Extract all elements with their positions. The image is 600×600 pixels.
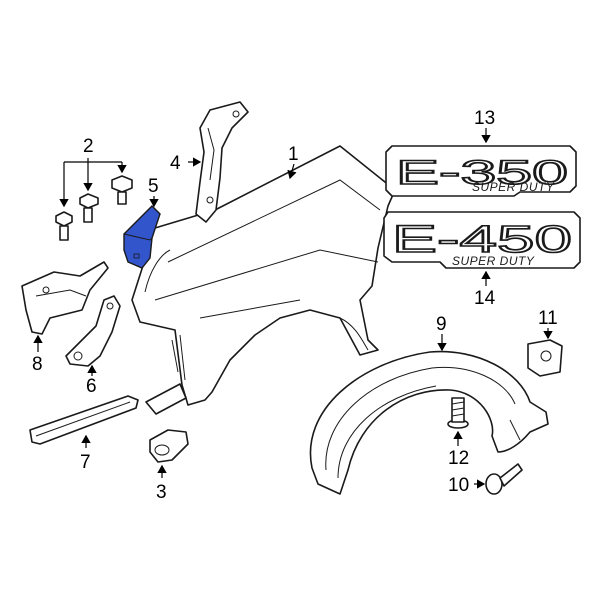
clip-part[interactable] bbox=[149, 429, 189, 463]
bolt-part-b[interactable] bbox=[79, 193, 99, 223]
e350-badge-part[interactable]: E-350 SUPER DUTY bbox=[385, 145, 577, 197]
callout-4: 4 bbox=[170, 153, 181, 174]
fender-part[interactable] bbox=[131, 145, 396, 415]
callout-11: 11 bbox=[538, 308, 558, 329]
callout-13: 13 bbox=[474, 108, 495, 129]
bolt-part-c[interactable] bbox=[111, 175, 133, 205]
highlighted-bracket-part[interactable] bbox=[123, 205, 161, 269]
callout-14: 14 bbox=[474, 288, 496, 309]
screw-part[interactable] bbox=[447, 397, 469, 429]
e450-sub-text: SUPER DUTY bbox=[452, 254, 535, 268]
callout-10: 10 bbox=[448, 475, 469, 496]
e350-model-text: E-350 bbox=[396, 154, 568, 192]
leader-lines bbox=[33, 128, 553, 489]
callout-1: 1 bbox=[288, 144, 299, 165]
wheel-liner-part[interactable] bbox=[309, 350, 549, 495]
callout-6: 6 bbox=[86, 376, 97, 397]
bolt-part-a[interactable] bbox=[55, 211, 73, 241]
lower-bracket-part[interactable] bbox=[65, 295, 121, 367]
e450-model-text: E-450 bbox=[392, 219, 572, 261]
side-bracket-part[interactable] bbox=[21, 261, 109, 335]
sill-bar-part[interactable] bbox=[29, 395, 139, 445]
callout-2: 2 bbox=[83, 136, 94, 157]
upper-bracket-part[interactable] bbox=[195, 101, 249, 223]
callout-labels: 1 2 3 4 5 6 7 8 9 10 11 12 13 14 bbox=[32, 108, 558, 503]
e450-badge-part[interactable]: E-450 SUPER DUTY bbox=[383, 211, 581, 269]
nut-clip-part[interactable] bbox=[527, 339, 563, 377]
callout-3: 3 bbox=[156, 482, 167, 503]
push-pin-part[interactable] bbox=[485, 463, 523, 495]
e350-sub-text: SUPER DUTY bbox=[472, 180, 555, 194]
callout-12: 12 bbox=[448, 448, 469, 469]
callout-8: 8 bbox=[32, 354, 43, 375]
callout-7: 7 bbox=[80, 452, 91, 473]
callout-9: 9 bbox=[436, 314, 447, 335]
callout-5: 5 bbox=[148, 176, 159, 197]
